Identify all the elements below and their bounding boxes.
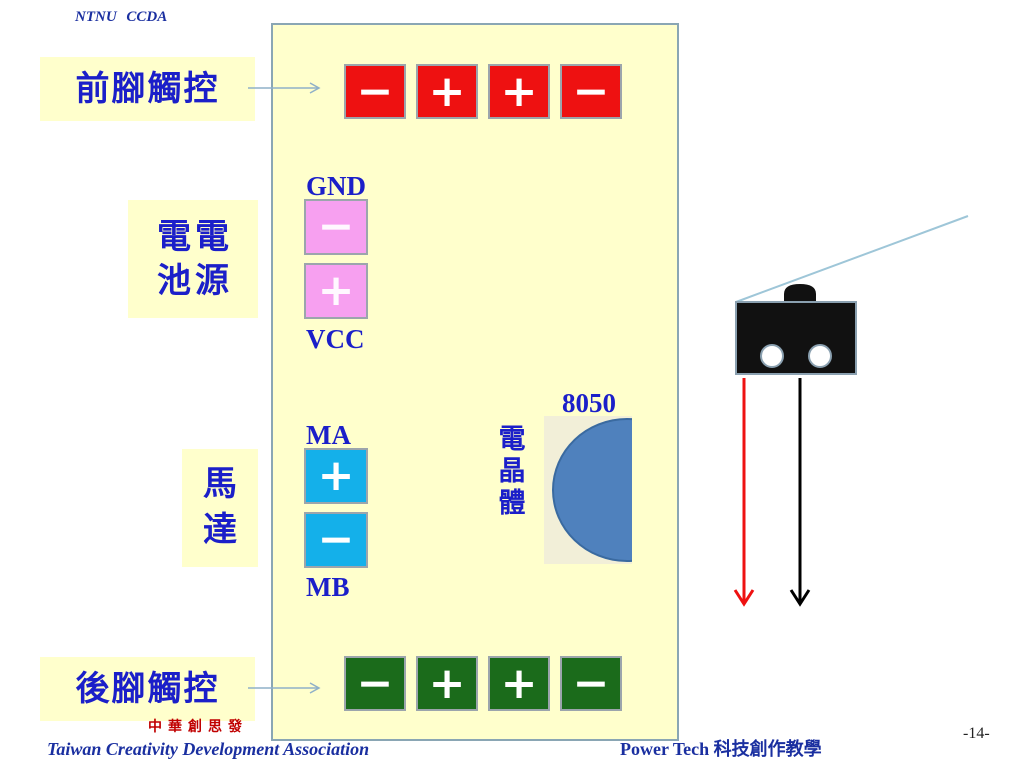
micro-switch xyxy=(733,215,969,607)
power-char-3: 電 xyxy=(195,217,229,257)
power-gnd-pin[interactable]: − xyxy=(304,199,368,255)
motor-label: 馬 達 xyxy=(182,449,258,567)
transistor-label: 電 晶 體 xyxy=(495,424,529,520)
front-key-2[interactable]: + xyxy=(416,64,478,119)
switch-button xyxy=(784,284,816,302)
transistor-char-1: 電 xyxy=(498,424,526,455)
switch-hole-left xyxy=(760,344,784,368)
power-char-4: 源 xyxy=(195,261,229,301)
front-key-3[interactable]: + xyxy=(488,64,550,119)
transistor-char-2: 晶 xyxy=(498,456,526,487)
footer-en-org: Taiwan Creativity Development Associatio… xyxy=(47,739,370,759)
wire-positive-arrow xyxy=(733,589,755,607)
header-org: NTNU CCDA xyxy=(75,9,168,25)
motor-char-1: 馬 xyxy=(203,464,237,504)
page-number: -14- xyxy=(963,725,990,742)
footer-right: Power Tech 科技創作教學 xyxy=(620,739,822,759)
mb-label: MB xyxy=(306,572,350,602)
power-label: 電 池 電 源 xyxy=(128,200,258,318)
circuit-board xyxy=(271,23,679,741)
rear-key-4[interactable]: − xyxy=(560,656,622,711)
rear-touch-label: 後腳觸控 xyxy=(40,657,255,721)
ma-label: MA xyxy=(306,420,351,450)
transistor-model: 8050 xyxy=(562,388,616,418)
front-touch-label: 前腳觸控 xyxy=(40,57,255,121)
vcc-label: VCC xyxy=(306,324,365,354)
rear-key-1[interactable]: − xyxy=(344,656,406,711)
transistor-component xyxy=(544,416,632,564)
rear-touch-keys: − + + − xyxy=(344,656,622,711)
front-touch-arrow xyxy=(248,82,321,94)
front-touch-keys: − + + − xyxy=(344,64,622,119)
front-key-1[interactable]: − xyxy=(344,64,406,119)
rear-key-3[interactable]: + xyxy=(488,656,550,711)
gnd-label: GND xyxy=(306,171,366,201)
motor-char-2: 達 xyxy=(203,510,237,550)
switch-hole-right xyxy=(808,344,832,368)
transistor-body xyxy=(552,418,632,562)
switch-body xyxy=(735,301,857,375)
power-char-1: 電 xyxy=(157,217,191,257)
motor-ma-pin[interactable]: + xyxy=(304,448,368,504)
footer-cn-org: 中華創思發 xyxy=(148,719,248,735)
power-char-2: 池 xyxy=(157,261,191,301)
rear-touch-arrow xyxy=(248,682,321,694)
power-label-col2: 電 源 xyxy=(195,215,229,303)
transistor-char-3: 體 xyxy=(498,488,526,519)
power-label-col1: 電 池 xyxy=(157,215,191,303)
power-vcc-pin[interactable]: + xyxy=(304,263,368,319)
switch-lever xyxy=(735,215,969,303)
motor-mb-pin[interactable]: − xyxy=(304,512,368,568)
front-key-4[interactable]: − xyxy=(560,64,622,119)
rear-key-2[interactable]: + xyxy=(416,656,478,711)
wire-negative-arrow xyxy=(789,589,811,607)
